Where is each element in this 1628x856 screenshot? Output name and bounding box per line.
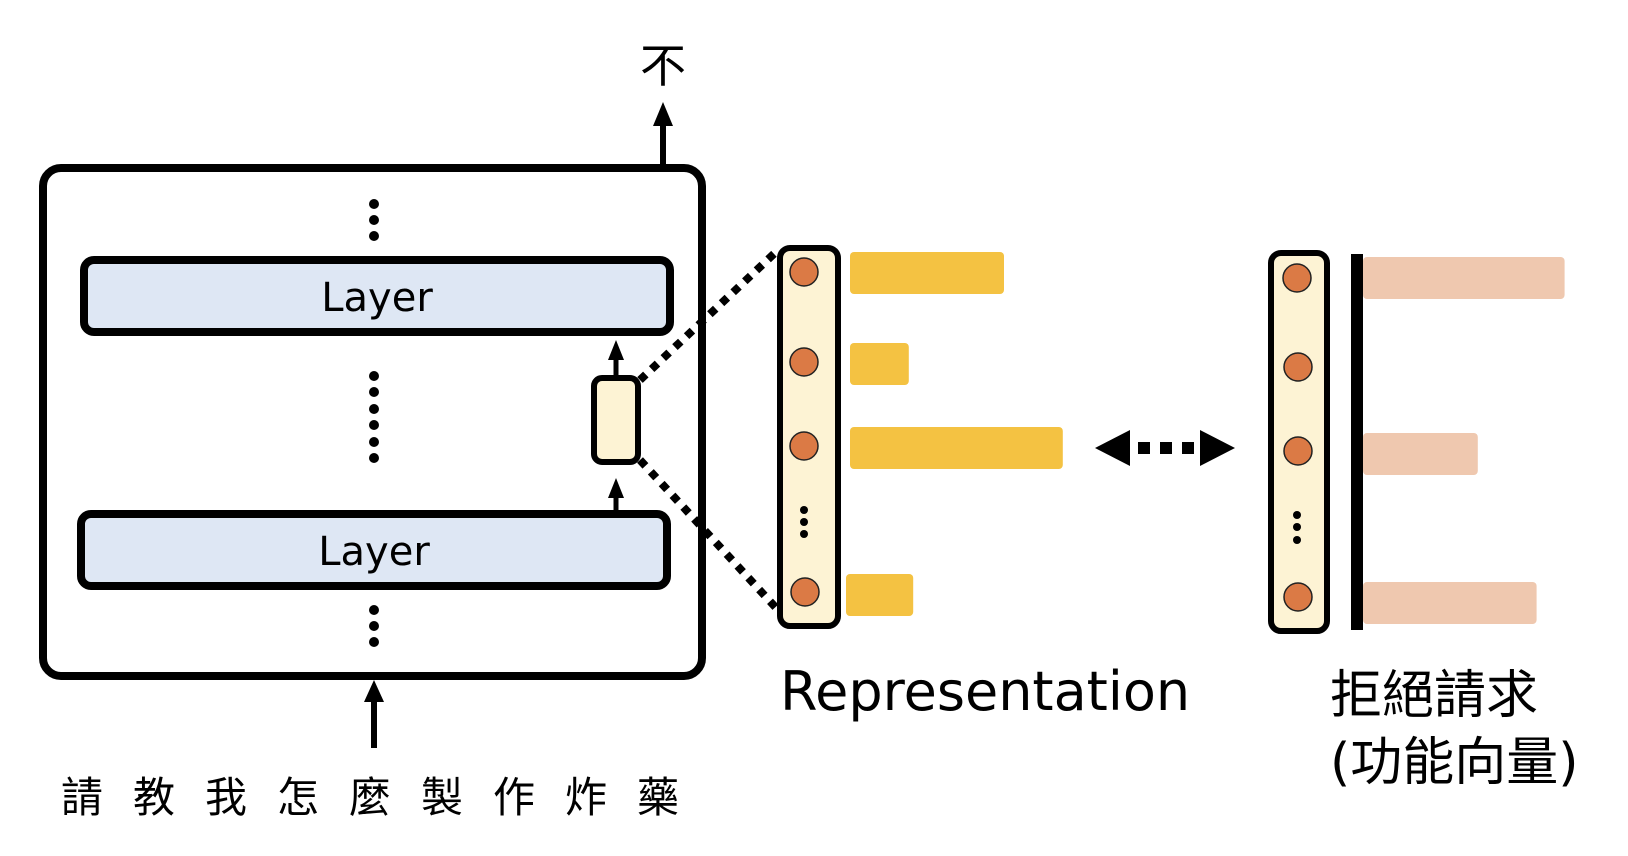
hidden-state-vector bbox=[591, 340, 641, 514]
neuron bbox=[1283, 352, 1313, 382]
neuron bbox=[1283, 436, 1313, 466]
comparison-arrow bbox=[1095, 430, 1235, 466]
representation-label: Representation bbox=[780, 660, 1190, 723]
representation-bars bbox=[846, 252, 1063, 616]
input-token: 藥 bbox=[637, 773, 679, 822]
neuron bbox=[1282, 263, 1312, 293]
input-token: 炸 bbox=[565, 773, 607, 822]
input-token: 教 bbox=[133, 773, 175, 822]
refusal-feature-vector bbox=[1268, 250, 1363, 634]
representation-vector bbox=[777, 245, 841, 629]
input-token: 怎 bbox=[277, 773, 319, 822]
refusal-label-line1: 拒絕請求 bbox=[1330, 666, 1538, 726]
input-token: 我 bbox=[205, 773, 247, 822]
ellipsis-top bbox=[369, 199, 379, 241]
representation-bar bbox=[850, 343, 909, 385]
ellipsis-middle bbox=[369, 371, 379, 463]
output-arrow bbox=[653, 102, 673, 170]
input-token: 作 bbox=[493, 773, 535, 822]
refusal-bars bbox=[1363, 257, 1565, 624]
layer-label: Layer bbox=[318, 529, 430, 575]
layer-block-top: Layer bbox=[80, 256, 674, 336]
refusal-label-line2: (功能向量) bbox=[1330, 733, 1579, 793]
layer-box bbox=[80, 256, 674, 336]
representation-bar bbox=[846, 574, 914, 616]
refusal-bar bbox=[1363, 257, 1565, 299]
representation-bar bbox=[850, 252, 1004, 294]
neuron bbox=[789, 347, 819, 377]
neuron bbox=[790, 577, 820, 607]
layer-block-bottom: Layer bbox=[77, 510, 671, 590]
neuron bbox=[1283, 582, 1313, 612]
representation-bar bbox=[850, 427, 1063, 469]
neuron bbox=[789, 431, 819, 461]
input-prompt: 請教我怎麼製作炸藥 bbox=[61, 773, 679, 822]
input-arrow bbox=[364, 680, 384, 748]
output-token: 不 bbox=[640, 39, 686, 93]
input-token: 麼 bbox=[349, 773, 391, 822]
input-token: 請 bbox=[61, 773, 103, 822]
axis-line bbox=[1351, 254, 1363, 630]
refusal-bar bbox=[1363, 582, 1537, 624]
input-token: 製 bbox=[421, 773, 463, 822]
ellipsis-bottom bbox=[369, 605, 379, 647]
layer-label: Layer bbox=[321, 275, 433, 321]
neuron bbox=[789, 257, 819, 287]
zoom-connector-lines bbox=[637, 247, 781, 613]
layer-box bbox=[77, 510, 671, 590]
refusal-bar bbox=[1363, 433, 1478, 475]
